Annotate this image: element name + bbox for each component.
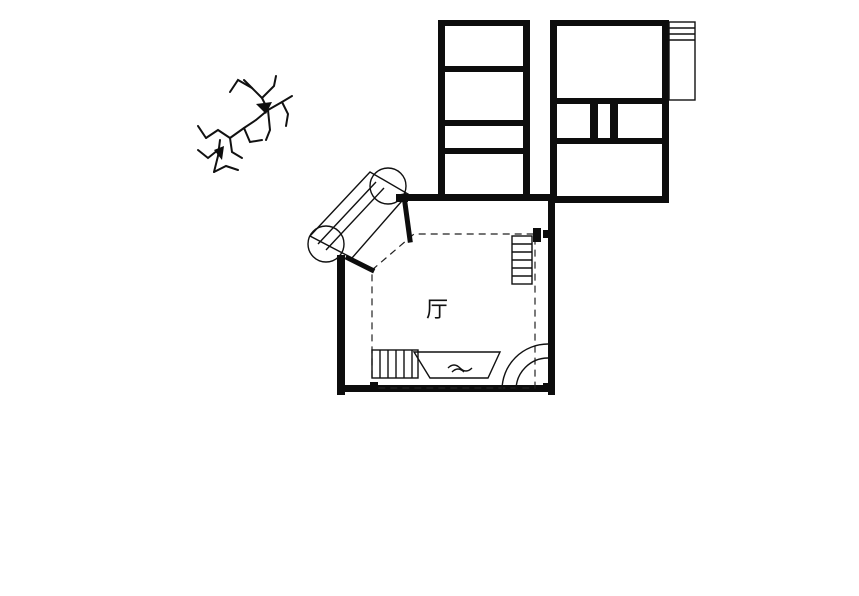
tree-symbol — [197, 75, 293, 173]
north-wing — [438, 20, 696, 203]
central-hall — [337, 194, 555, 395]
hall-label: 厅 — [426, 298, 449, 323]
bay-window — [307, 167, 413, 274]
